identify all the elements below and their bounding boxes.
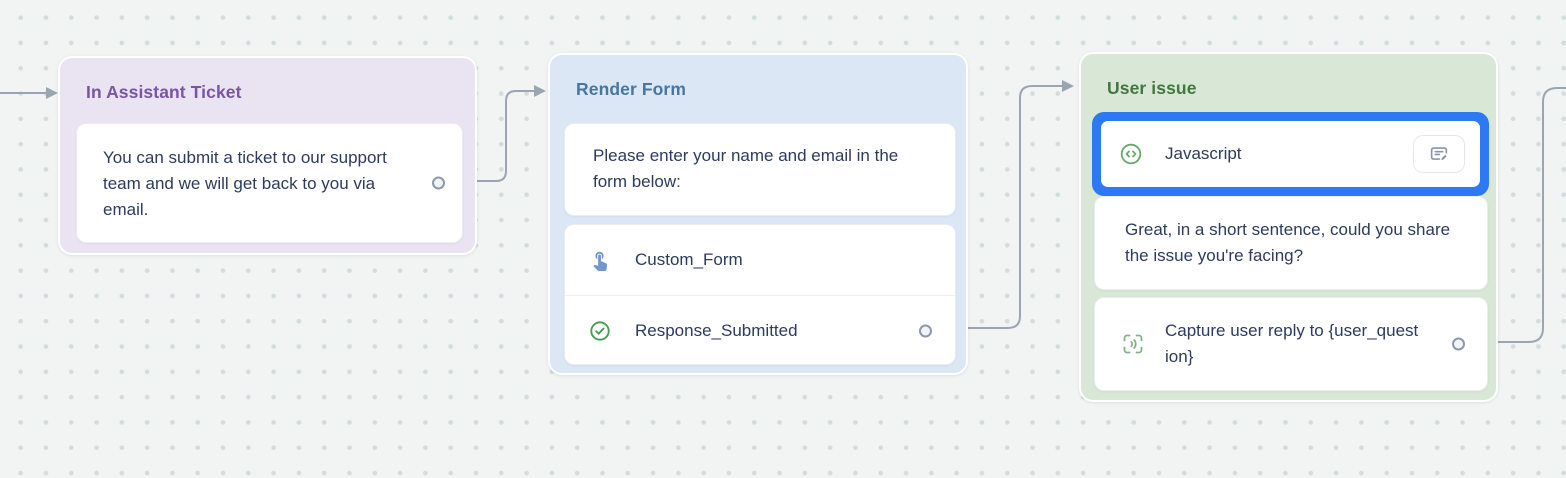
list-item-response-submitted[interactable]: Response_Submitted xyxy=(565,295,955,365)
arrowhead-node3 xyxy=(1062,80,1074,92)
action-card-javascript[interactable]: Javascript xyxy=(1101,121,1480,187)
list-item-label: Custom_Form xyxy=(635,250,743,269)
list-item-custom-form[interactable]: Custom_Form xyxy=(565,225,955,295)
capture-label: Capture user reply to {user_question} xyxy=(1165,321,1419,366)
arrowhead-node2 xyxy=(534,85,546,97)
capture-reply-card[interactable]: Capture user reply to {user_question} xyxy=(1094,297,1488,391)
message-text: Please enter your name and email in the … xyxy=(593,146,899,191)
node-user-issue[interactable]: User issue Javascript xyxy=(1079,52,1498,402)
action-label: Javascript xyxy=(1165,144,1242,163)
output-port[interactable] xyxy=(1452,337,1465,351)
code-circle-icon xyxy=(1119,142,1143,166)
action-list-card: Custom_Form Response_Submitted xyxy=(564,224,956,365)
node-title: In Assistant Ticket xyxy=(86,82,242,102)
edit-button[interactable] xyxy=(1413,135,1465,173)
message-text: Great, in a short sentence, could you sh… xyxy=(1125,220,1451,265)
node-title: User issue xyxy=(1107,78,1197,98)
output-port[interactable] xyxy=(432,176,445,190)
tap-icon xyxy=(589,249,611,271)
node-render-form[interactable]: Render Form Please enter your name and e… xyxy=(548,53,968,375)
check-circle-icon xyxy=(589,320,611,342)
message-card[interactable]: Great, in a short sentence, could you sh… xyxy=(1094,196,1488,290)
selected-action-highlight: Javascript xyxy=(1092,112,1489,196)
edit-note-icon xyxy=(1428,143,1450,165)
output-port[interactable] xyxy=(919,324,932,337)
arrowhead-node1 xyxy=(46,87,58,99)
capture-reply-icon xyxy=(1121,332,1145,356)
message-text: You can submit a ticket to our support t… xyxy=(103,148,387,219)
node-title: Render Form xyxy=(576,79,687,99)
node-in-assistant-ticket[interactable]: In Assistant Ticket You can submit a tic… xyxy=(58,56,477,255)
message-card[interactable]: Please enter your name and email in the … xyxy=(564,123,956,216)
list-item-label: Response_Submitted xyxy=(635,320,798,340)
message-card[interactable]: You can submit a ticket to our support t… xyxy=(76,123,463,243)
